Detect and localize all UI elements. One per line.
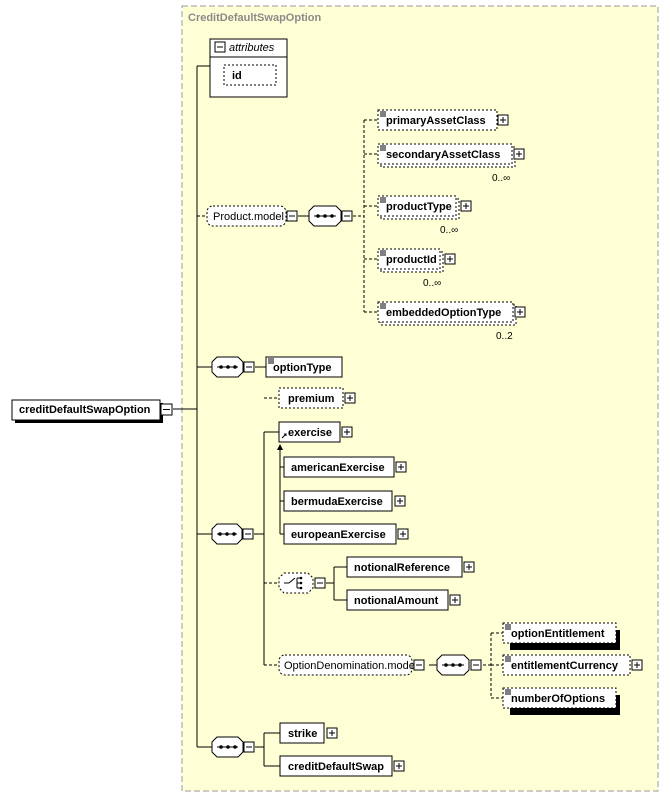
sequence-compositor-icon[interactable] (436, 654, 470, 676)
element-exercise-label: exercise (288, 427, 332, 439)
choice-compositor-icon[interactable] (278, 572, 314, 594)
group-product-model[interactable]: Product.model (206, 205, 287, 227)
element-notionalAmount-label: notionalAmount (354, 595, 439, 607)
element-secondaryAssetClass-occurrence: 0..∞ (492, 173, 510, 184)
sequence-collapse-icon[interactable] (341, 210, 353, 222)
element-embeddedOptionType-occurrence: 0..2 (496, 331, 513, 342)
expand-icon[interactable] (394, 495, 406, 507)
element-productId-label: productId (386, 254, 437, 266)
sequence-compositor-icon[interactable] (211, 523, 243, 545)
element-notionalReference[interactable]: notionalReference (346, 556, 475, 578)
sequence-compositor-icon[interactable] (308, 205, 342, 227)
element-bermudaExercise[interactable]: bermudaExercise (283, 490, 406, 512)
element-embeddedOptionType-label: embeddedOptionType (386, 307, 501, 319)
attributes-title: attributes (229, 42, 275, 54)
expand-icon[interactable] (397, 528, 409, 540)
element-secondaryAssetClass-label: secondaryAssetClass (386, 149, 500, 161)
element-entitlementCurrency[interactable]: entitlementCurrency (502, 654, 643, 676)
sequence-compositor-icon[interactable] (211, 736, 244, 758)
sequence-collapse-icon[interactable] (243, 361, 255, 373)
element-americanExercise[interactable]: americanExercise (283, 456, 407, 478)
root-collapse-icon[interactable] (160, 403, 173, 416)
element-creditDefaultSwap[interactable]: creditDefaultSwap (279, 755, 405, 777)
element-optionEntitlement[interactable]: optionEntitlement (502, 622, 620, 650)
attribute-id[interactable] (223, 64, 277, 86)
element-optionType-label: optionType (273, 362, 331, 374)
element-productType-label: productType (386, 201, 452, 213)
attributes-box: attributes id (209, 38, 288, 98)
expand-icon[interactable] (513, 148, 525, 160)
element-europeanExercise[interactable]: europeanExercise (283, 523, 409, 545)
element-embeddedOptionType[interactable]: embeddedOptionType 0..2 (377, 301, 526, 342)
expand-icon[interactable] (514, 306, 526, 318)
element-productType-occurrence: 0..∞ (440, 225, 458, 236)
attributes-collapse-icon[interactable] (214, 41, 226, 53)
group-option-denomination-collapse-icon[interactable] (413, 659, 425, 671)
element-numberOfOptions[interactable]: numberOfOptions (502, 687, 620, 715)
abstract-arrow-icon (281, 433, 287, 439)
element-productType[interactable]: productType 0..∞ (377, 195, 472, 236)
element-optionType[interactable]: optionType (265, 356, 343, 378)
choice-collapse-icon[interactable] (314, 577, 326, 589)
group-option-denomination-label: OptionDenomination.model (284, 660, 417, 672)
expand-icon[interactable] (393, 760, 405, 772)
element-optionEntitlement-label: optionEntitlement (511, 628, 605, 640)
expand-icon[interactable] (631, 659, 643, 671)
sequence-collapse-icon[interactable] (470, 659, 482, 671)
expand-icon[interactable] (341, 426, 353, 438)
group-product-model-collapse-icon[interactable] (286, 210, 298, 222)
sequence-compositor-icon[interactable] (211, 356, 244, 378)
element-premium-label: premium (288, 393, 335, 405)
element-europeanExercise-label: europeanExercise (291, 529, 386, 541)
element-strike-label: strike (288, 728, 317, 740)
root-element-creditDefaultSwapOption[interactable]: creditDefaultSwapOption (11, 399, 163, 423)
sequence-collapse-icon[interactable] (242, 528, 254, 540)
expand-icon[interactable] (497, 114, 509, 126)
element-exercise[interactable]: exercise (278, 421, 353, 443)
element-secondaryAssetClass[interactable]: secondaryAssetClass 0..∞ (377, 143, 525, 184)
expand-icon[interactable] (460, 200, 472, 212)
element-notionalAmount[interactable]: notionalAmount (346, 589, 461, 611)
element-strike[interactable]: strike (279, 722, 338, 744)
expand-icon[interactable] (449, 594, 461, 606)
element-americanExercise-label: americanExercise (291, 462, 385, 474)
frame-title: CreditDefaultSwapOption (188, 12, 322, 24)
root-element-label: creditDefaultSwapOption (19, 404, 151, 416)
substitution-arrow-icon (277, 444, 283, 450)
optional-connector-lines (197, 119, 503, 699)
attribute-id-label: id (232, 70, 242, 82)
expand-icon[interactable] (463, 561, 475, 573)
group-option-denomination-model[interactable]: OptionDenomination.model (278, 654, 417, 676)
group-product-model-label: Product.model (213, 211, 284, 223)
element-creditDefaultSwap-label: creditDefaultSwap (288, 761, 384, 773)
element-productId[interactable]: productId 0..∞ (377, 248, 456, 289)
sequence-collapse-icon[interactable] (243, 741, 255, 753)
element-primaryAssetClass[interactable]: primaryAssetClass (377, 109, 509, 131)
expand-icon[interactable] (395, 461, 407, 473)
element-numberOfOptions-label: numberOfOptions (511, 693, 605, 705)
expand-icon[interactable] (326, 727, 338, 739)
element-premium[interactable]: premium (278, 387, 356, 409)
element-entitlementCurrency-label: entitlementCurrency (511, 660, 619, 672)
element-bermudaExercise-label: bermudaExercise (291, 496, 383, 508)
element-notionalReference-label: notionalReference (354, 562, 450, 574)
expand-icon[interactable] (344, 392, 356, 404)
element-productId-occurrence: 0..∞ (423, 278, 441, 289)
expand-icon[interactable] (444, 253, 456, 265)
connector-lines (173, 65, 437, 767)
element-primaryAssetClass-label: primaryAssetClass (386, 115, 486, 127)
